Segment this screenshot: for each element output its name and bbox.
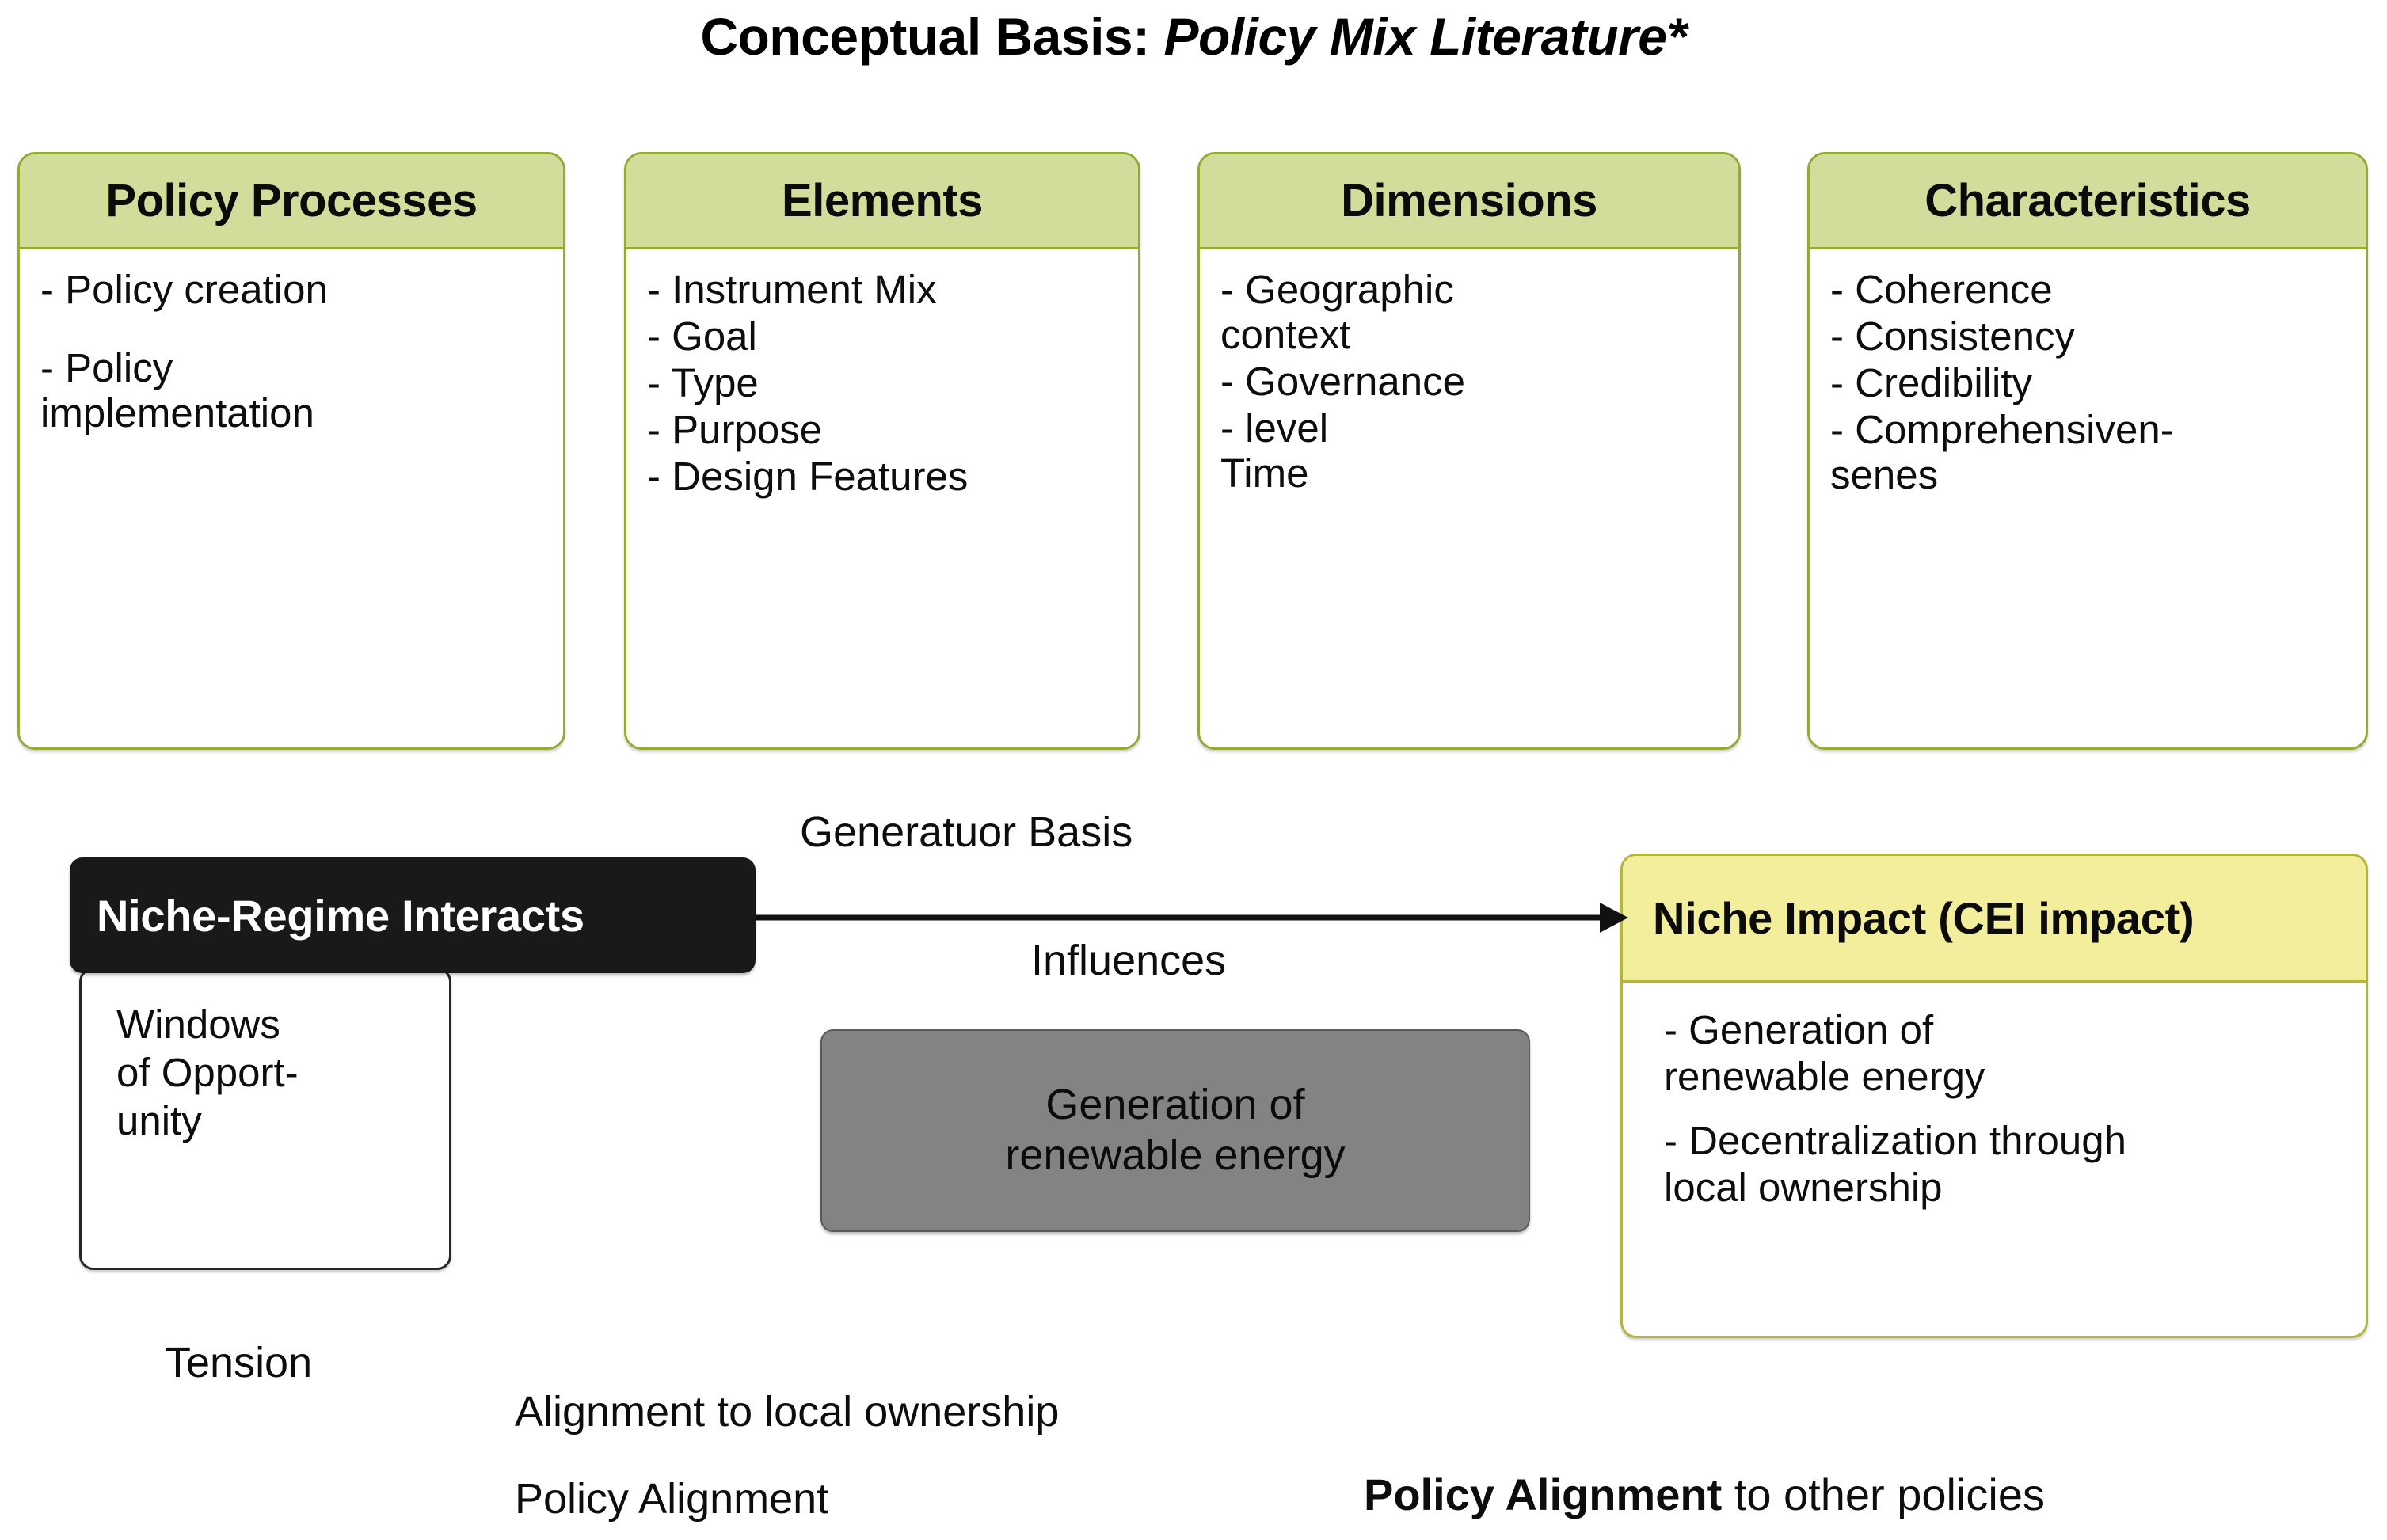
list-item: - Coherence xyxy=(1830,267,2053,312)
card-body-dimensions: - Geographic context - Governance - leve… xyxy=(1200,249,1738,506)
arrow-label-generator-basis: Generatuor Basis xyxy=(800,808,1133,856)
list-item: - Goal xyxy=(647,314,757,359)
label-policy-alignment-bold: Policy Alignment xyxy=(1364,1470,1723,1519)
generation-renewable-energy-box: Generation of renewable energy xyxy=(820,1029,1530,1232)
list-item: - Instrument Mix xyxy=(647,267,937,312)
list-item: - Decentralization through local ownersh… xyxy=(1664,1118,2126,1211)
card-header-dimensions: Dimensions xyxy=(1200,154,1738,249)
label-policy-alignment-other-policies: Policy Alignment to other policies xyxy=(1364,1469,2045,1520)
list-item: - Policy implementation xyxy=(40,345,314,436)
list-item: - Comprehensiven- senes xyxy=(1830,407,2174,498)
card-policy-processes: Policy Processes - Policy creation - Pol… xyxy=(17,152,565,750)
card-header-characteristics: Characteristics xyxy=(1810,154,2366,249)
card-body-elements: - Instrument Mix - Goal - Type - Purpose… xyxy=(626,249,1138,509)
label-alignment-local-ownership: Alignment to local ownership xyxy=(515,1388,1060,1435)
card-dimensions: Dimensions - Geographic context - Govern… xyxy=(1197,152,1741,750)
card-header-policy-processes: Policy Processes xyxy=(20,154,563,249)
list-item: - Credibility xyxy=(1830,360,2033,406)
arrow-right-icon xyxy=(751,903,1628,933)
list-item: - Consistency xyxy=(1830,314,2075,359)
flow-arrow xyxy=(751,895,1630,942)
card-header-elements: Elements xyxy=(626,154,1138,249)
card-body-characteristics: - Coherence - Consistency - Credibility … xyxy=(1810,249,2366,508)
card-characteristics: Characteristics - Coherence - Consistenc… xyxy=(1807,152,2368,750)
niche-regime-header: Niche-Regime Interacts xyxy=(70,857,756,973)
list-item: - Purpose xyxy=(647,407,823,453)
niche-regime-body: Windows of Opport- unity xyxy=(79,968,451,1270)
list-item: - Type xyxy=(647,360,759,406)
page-title-emphasis: Policy Mix Literature* xyxy=(1163,7,1687,66)
page-title: Conceptual Basis: Policy Mix Literature* xyxy=(0,6,2387,67)
label-tension: Tension xyxy=(165,1339,313,1386)
card-body-niche-impact: - Generation of renewable energy - Decen… xyxy=(1623,983,2366,1211)
list-item: - Design Features xyxy=(647,454,969,500)
list-item: - Governance xyxy=(1220,359,1465,405)
label-policy-alignment-rest: to other policies xyxy=(1722,1470,2045,1519)
card-elements: Elements - Instrument Mix - Goal - Type … xyxy=(624,152,1140,750)
list-item: - Generation of renewable energy xyxy=(1664,1007,1985,1100)
list-item: - level Time xyxy=(1220,405,1329,496)
arrow-label-influences: Influences xyxy=(1031,937,1227,984)
card-header-niche-impact: Niche Impact (CEI impact) xyxy=(1623,856,2366,983)
list-item: - Policy creation xyxy=(40,267,328,312)
card-body-policy-processes: - Policy creation - Policy implementatio… xyxy=(20,249,563,445)
list-item: - Geographic context xyxy=(1220,267,1454,358)
card-niche-impact: Niche Impact (CEI impact) - Generation o… xyxy=(1620,854,2368,1338)
page-title-prefix: Conceptual Basis: xyxy=(700,7,1164,66)
label-policy-alignment: Policy Alignment xyxy=(515,1475,829,1523)
